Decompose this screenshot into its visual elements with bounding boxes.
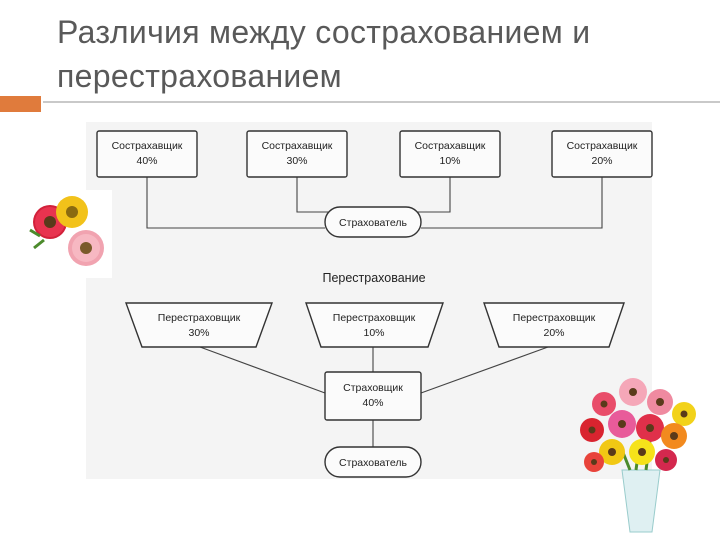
title-line-2: перестрахованием	[57, 58, 342, 94]
title-accent-block	[0, 96, 41, 112]
svg-text:Перестраховщик: Перестраховщик	[333, 312, 416, 324]
coinsurer-box-2: Сострахавщик 30%	[246, 130, 348, 178]
flower-left-icon	[22, 190, 112, 278]
svg-text:Страхователь: Страхователь	[339, 217, 407, 229]
svg-text:Сострахавщик: Сострахавщик	[262, 140, 333, 152]
coinsurer-box-1: Сострахавщик 40%	[96, 130, 198, 178]
svg-text:40%: 40%	[136, 155, 157, 167]
slide-title: Различия между сострахованием и перестра…	[57, 10, 697, 98]
svg-text:20%: 20%	[543, 327, 564, 339]
svg-text:Сострахавщик: Сострахавщик	[567, 140, 638, 152]
svg-text:Страхователь: Страхователь	[339, 457, 407, 469]
svg-text:Сострахавщик: Сострахавщик	[415, 140, 486, 152]
coinsurance-connectors	[146, 177, 603, 229]
reinsurance-policyholder: Страхователь	[324, 446, 422, 478]
reinsurer-box-3: Перестраховщик 20%	[483, 302, 625, 348]
svg-text:30%: 30%	[286, 155, 307, 167]
svg-text:Страховщик: Страховщик	[343, 382, 403, 394]
svg-text:20%: 20%	[591, 155, 612, 167]
coinsurer-box-3: Сострахавщик 10%	[399, 130, 501, 178]
svg-text:Сострахавщик: Сострахавщик	[112, 140, 183, 152]
reinsurance-connectors	[199, 346, 549, 447]
svg-text:Перестраховщик: Перестраховщик	[158, 312, 241, 324]
reinsurer-box-2: Перестраховщик 10%	[305, 302, 444, 348]
svg-text:10%: 10%	[363, 327, 384, 339]
primary-insurer-box: Страховщик 40%	[324, 371, 422, 421]
svg-text:10%: 10%	[439, 155, 460, 167]
reinsurer-box-1: Перестраховщик 30%	[125, 302, 273, 348]
svg-text:40%: 40%	[362, 397, 383, 409]
title-line-1: Различия между сострахованием и	[57, 14, 591, 50]
coinsurance-policyholder: Страхователь	[324, 206, 422, 238]
svg-text:30%: 30%	[188, 327, 209, 339]
coinsurer-box-4: Сострахавщик 20%	[551, 130, 653, 178]
svg-text:Перестраховщик: Перестраховщик	[513, 312, 596, 324]
title-divider	[43, 101, 720, 103]
reinsurance-heading: Перестрахование	[322, 271, 425, 285]
flower-bouquet-right-icon	[580, 378, 696, 533]
